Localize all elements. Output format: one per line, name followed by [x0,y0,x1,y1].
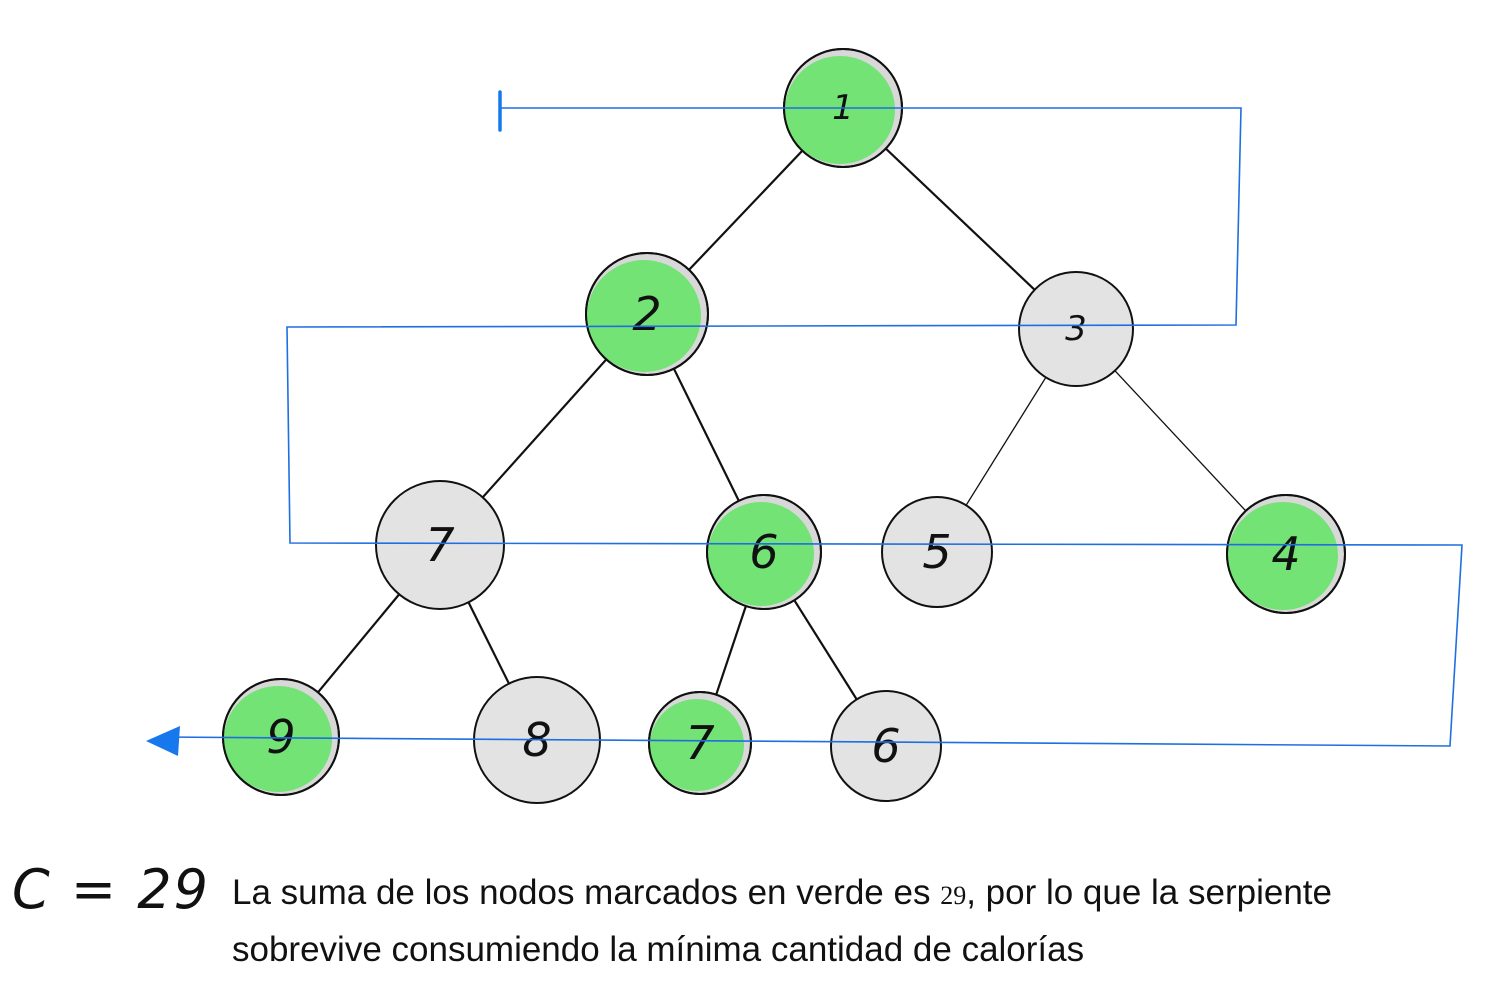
tree-edge [684,148,805,275]
tree-edge [477,357,609,503]
tree-edge [962,375,1048,511]
tree-edge [313,592,402,698]
node-outline [648,691,752,795]
caption-text: La suma de los nodos marcados en verde e… [232,866,1432,977]
caption-part2: , por lo que la serpiente sobrevive cons… [232,873,1332,969]
node-label: 6 [871,719,900,773]
node-label: 7 [685,716,714,770]
node-label: 3 [1065,309,1087,349]
node-circle [881,496,993,608]
tree-node: 6 [830,690,942,802]
tree-edge [713,603,748,701]
calorie-formula: C = 29 [12,858,210,921]
tree-node: 6 [706,494,822,610]
node-outline [1226,494,1346,614]
node-highlight [650,699,744,791]
tree-node: 2 [585,252,709,376]
tree-edge [1113,368,1251,516]
tree-node: 4 [1226,494,1346,614]
tree-node: 9 [222,678,340,796]
snake-path [146,90,1463,756]
node-label: 7 [425,518,454,572]
tree-edge [883,146,1040,295]
tree-edge [672,366,743,507]
tree-node: 7 [375,480,505,610]
caption-value: 29 [940,881,967,910]
node-circle [830,690,942,802]
tree-edges [313,146,1251,706]
tree-node: 5 [881,496,993,608]
node-outline [585,252,709,376]
node-highlight [1228,502,1338,610]
node-highlight [587,260,701,372]
snake-path-line [161,107,1463,747]
node-label: 5 [922,525,951,579]
caption-part1: La suma de los nodos marcados en verde e… [232,873,941,912]
tree-node: 3 [1018,271,1134,387]
node-highlight [224,686,332,792]
node-highlight [785,56,895,164]
path-end-arrowhead [146,726,180,756]
node-label: 2 [632,287,661,341]
tree-node: 7 [648,691,752,795]
node-circle [1018,271,1134,387]
tree-edge [792,597,861,706]
node-label: 6 [749,525,778,579]
node-label: 4 [1271,527,1300,581]
tree-edge [466,600,513,690]
node-circle [375,480,505,610]
node-highlight [708,502,814,606]
node-outline [706,494,822,610]
